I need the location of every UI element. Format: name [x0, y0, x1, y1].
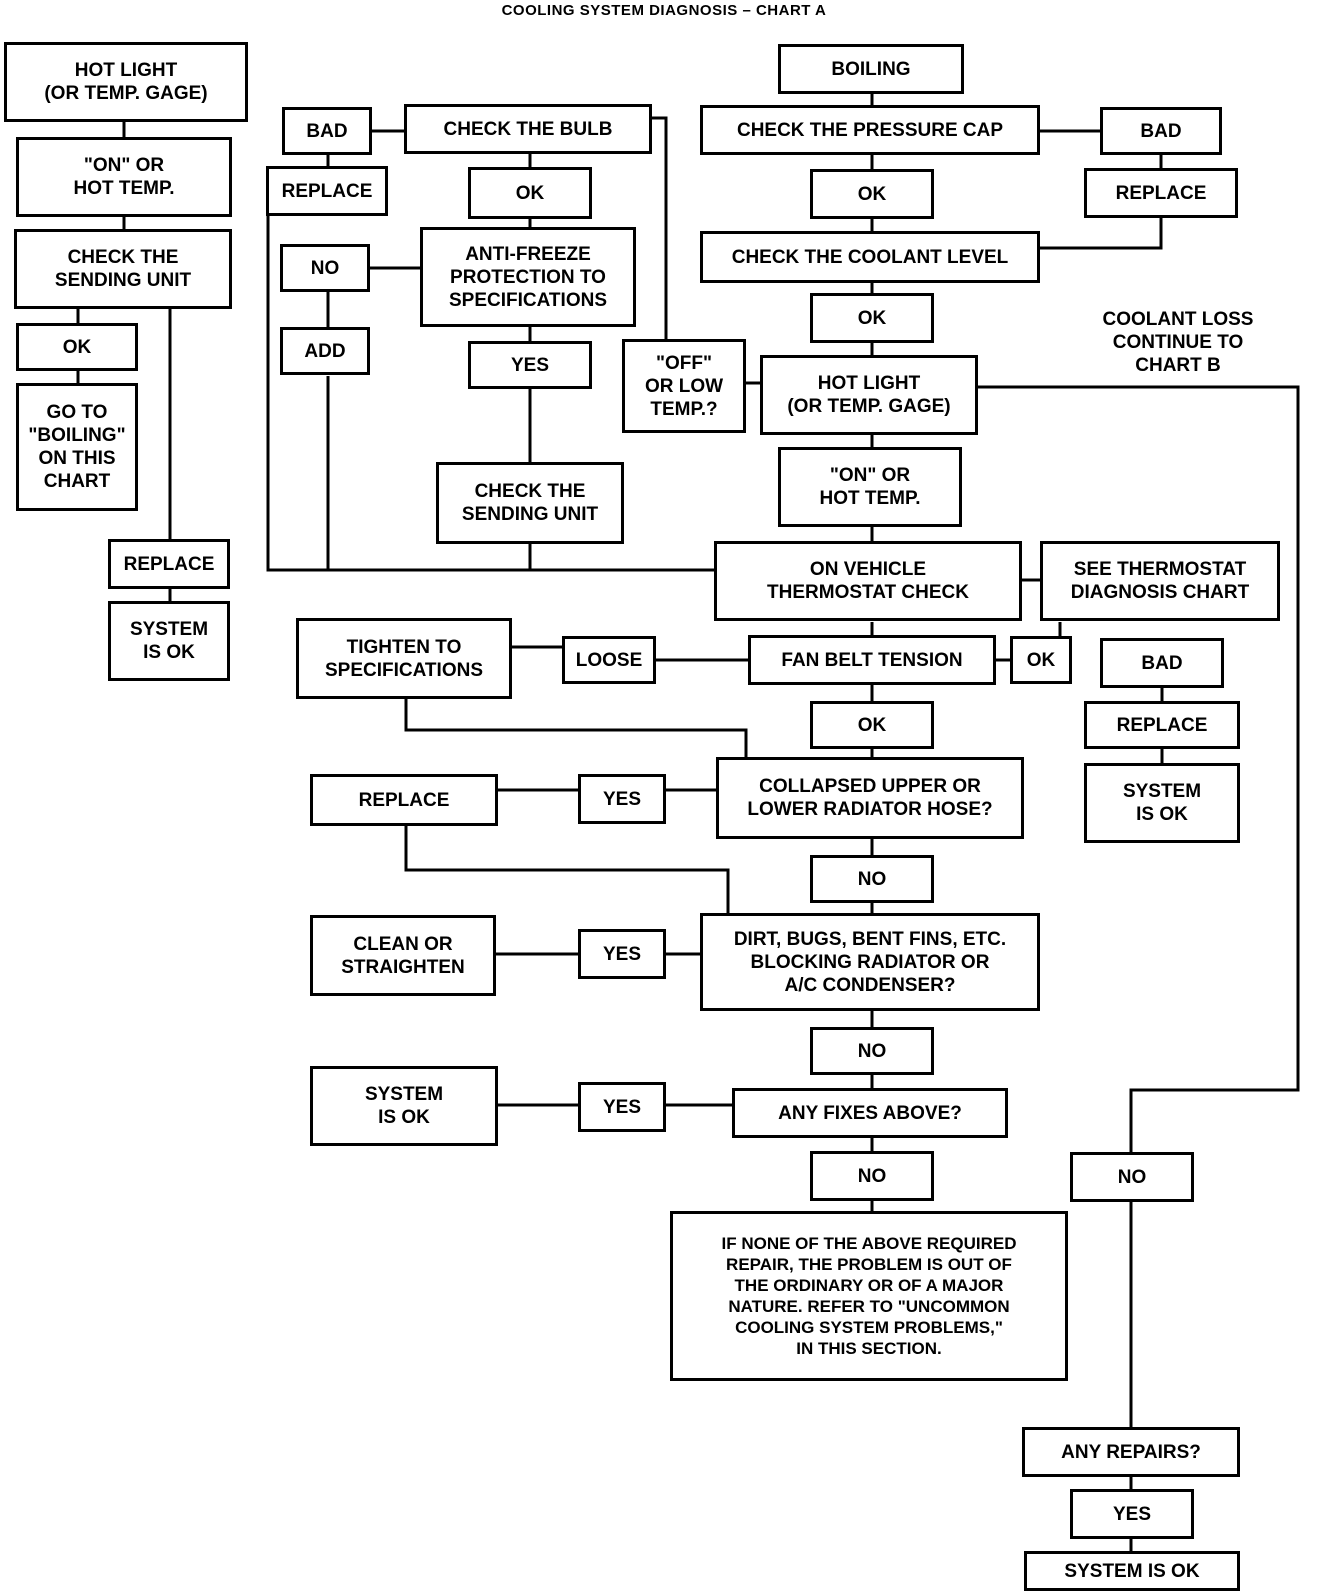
no-dirt-box: NO — [810, 1027, 934, 1075]
replace-hose-box: REPLACE — [310, 774, 498, 826]
ok-box-left: OK — [16, 323, 138, 371]
system-ok-fixes-box: SYSTEM IS OK — [310, 1066, 498, 1146]
loose-box: LOOSE — [562, 636, 656, 684]
replace-thermostat-box: REPLACE — [1084, 701, 1240, 749]
hot-light-box-center: HOT LIGHT (OR TEMP. GAGE) — [760, 355, 978, 435]
replace-box-left: REPLACE — [108, 539, 230, 589]
ok-bulb-box: OK — [468, 167, 592, 219]
ok-fan-box: OK — [810, 701, 934, 749]
thermostat-check-box: ON VEHICLE THERMOSTAT CHECK — [714, 541, 1022, 621]
tighten-to-spec-box: TIGHTEN TO SPECIFICATIONS — [296, 618, 512, 699]
no-antifreeze-box: NO — [280, 244, 370, 292]
bad-thermostat-box: BAD — [1100, 638, 1224, 688]
check-sending-unit-box-center: CHECK THE SENDING UNIT — [436, 462, 624, 544]
dirt-bugs-box: DIRT, BUGS, BENT FINS, ETC. BLOCKING RAD… — [700, 913, 1040, 1011]
no-fixes-box: NO — [810, 1151, 934, 1201]
go-to-boiling-box: GO TO "BOILING" ON THIS CHART — [16, 383, 138, 511]
clean-straighten-box: CLEAN OR STRAIGHTEN — [310, 915, 496, 996]
bad-cap-box: BAD — [1100, 107, 1222, 155]
ok-fan-right-box: OK — [1010, 636, 1072, 684]
yes-repairs-box: YES — [1070, 1489, 1194, 1539]
check-coolant-level-box: CHECK THE COOLANT LEVEL — [700, 231, 1040, 283]
yes-hose-box: YES — [578, 774, 666, 824]
any-repairs-box: ANY REPAIRS? — [1022, 1427, 1240, 1477]
system-ok-thermostat-box: SYSTEM IS OK — [1084, 763, 1240, 843]
ok-coolant-box: OK — [810, 293, 934, 343]
no-hose-box: NO — [810, 855, 934, 903]
hot-light-box-left: HOT LIGHT (OR TEMP. GAGE) — [4, 42, 248, 122]
see-thermostat-chart-box: SEE THERMOSTAT DIAGNOSIS CHART — [1040, 541, 1280, 621]
system-ok-box-left: SYSTEM IS OK — [108, 601, 230, 681]
any-fixes-box: ANY FIXES ABOVE? — [732, 1088, 1008, 1138]
antifreeze-protection-box: ANTI-FREEZE PROTECTION TO SPECIFICATIONS — [420, 227, 636, 327]
coolant-loss-note: COOLANT LOSS CONTINUE TO CHART B — [1102, 309, 1254, 376]
off-low-temp-box: "OFF" OR LOW TEMP.? — [622, 339, 746, 433]
check-pressure-cap-box: CHECK THE PRESSURE CAP — [700, 105, 1040, 155]
no-right-box: NO — [1070, 1152, 1194, 1202]
chart-title: COOLING SYSTEM DIAGNOSIS – CHART A — [501, 2, 827, 19]
replace-cap-box: REPLACE — [1084, 168, 1238, 218]
system-ok-final-box: SYSTEM IS OK — [1024, 1551, 1240, 1591]
fan-belt-tension-box: FAN BELT TENSION — [748, 635, 996, 685]
yes-fixes-box: YES — [578, 1082, 666, 1132]
boiling-box: BOILING — [778, 44, 964, 94]
if-none-note-box: IF NONE OF THE ABOVE REQUIRED REPAIR, TH… — [670, 1211, 1068, 1381]
check-bulb-box: CHECK THE BULB — [404, 104, 652, 154]
on-hot-temp-box-center: "ON" OR HOT TEMP. — [778, 447, 962, 527]
collapsed-hose-box: COLLAPSED UPPER OR LOWER RADIATOR HOSE? — [716, 757, 1024, 839]
add-box: ADD — [280, 327, 370, 375]
replace-bulb-box: REPLACE — [266, 166, 388, 216]
yes-antifreeze-box: YES — [468, 341, 592, 389]
yes-dirt-box: YES — [578, 929, 666, 979]
ok-cap-box: OK — [810, 169, 934, 219]
bad-bulb-box: BAD — [282, 107, 372, 155]
check-sending-unit-box-left: CHECK THE SENDING UNIT — [14, 229, 232, 309]
on-hot-temp-box-left: "ON" OR HOT TEMP. — [16, 137, 232, 217]
